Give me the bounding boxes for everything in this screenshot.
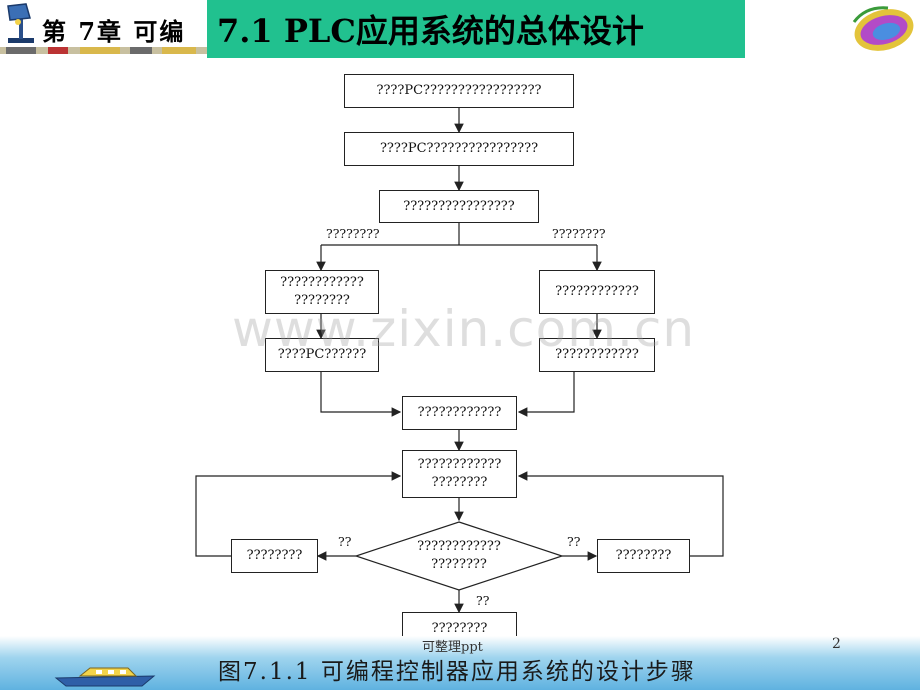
- hardware-design-box: ???????????? ????????: [265, 270, 379, 314]
- yes-down-label: ??: [476, 593, 490, 608]
- plc-wiring-box: ????PC??????: [265, 338, 379, 372]
- watermark: www.zixin.com.cn: [232, 300, 696, 358]
- decision-diamond: ???????????? ????????: [417, 539, 501, 572]
- step-box-2: ????PC????????????????: [344, 132, 574, 166]
- header: 第 7章 可编 7.1 PLC应用系统的总体设计: [0, 0, 920, 60]
- header-decoration: [0, 47, 210, 54]
- step-box-3: ????????????????: [379, 190, 539, 223]
- slide-title: 7.1 PLC应用系统的总体设计: [217, 12, 644, 50]
- no-left-label: ??: [338, 534, 352, 549]
- joint-debug-box: ???????????? ????????: [402, 450, 517, 498]
- branch-left-label: ????????: [326, 226, 380, 241]
- no-right-label: ??: [567, 534, 581, 549]
- egg-logo-icon: [852, 6, 914, 51]
- chapter-label: 第 7章 可编: [42, 17, 186, 46]
- flowchart-connectors: [195, 108, 724, 614]
- fix-software-box: ????????: [597, 539, 690, 573]
- desk-lamp-icon: [7, 3, 34, 43]
- step-box-1: ????PC?????????????????: [344, 74, 574, 108]
- merge-box: ????????????: [402, 396, 517, 430]
- boat-icon: [54, 667, 156, 687]
- slide-title-box: 7.1 PLC应用系统的总体设计: [207, 0, 745, 58]
- design-flowchart: ????PC????????????????? ????PC??????????…: [0, 60, 920, 646]
- footer-band: [0, 636, 920, 690]
- program-debug-box: ????????????: [539, 338, 655, 372]
- branch-right-label: ????????: [552, 226, 606, 241]
- figure-caption: 图7.1.1 可编程控制器应用系统的设计步骤: [218, 659, 696, 685]
- fix-hardware-box: ????????: [231, 539, 318, 573]
- page-number: 2: [832, 636, 841, 652]
- footer-note: 可整理ppt: [422, 640, 483, 655]
- software-design-box: ????????????: [539, 270, 655, 314]
